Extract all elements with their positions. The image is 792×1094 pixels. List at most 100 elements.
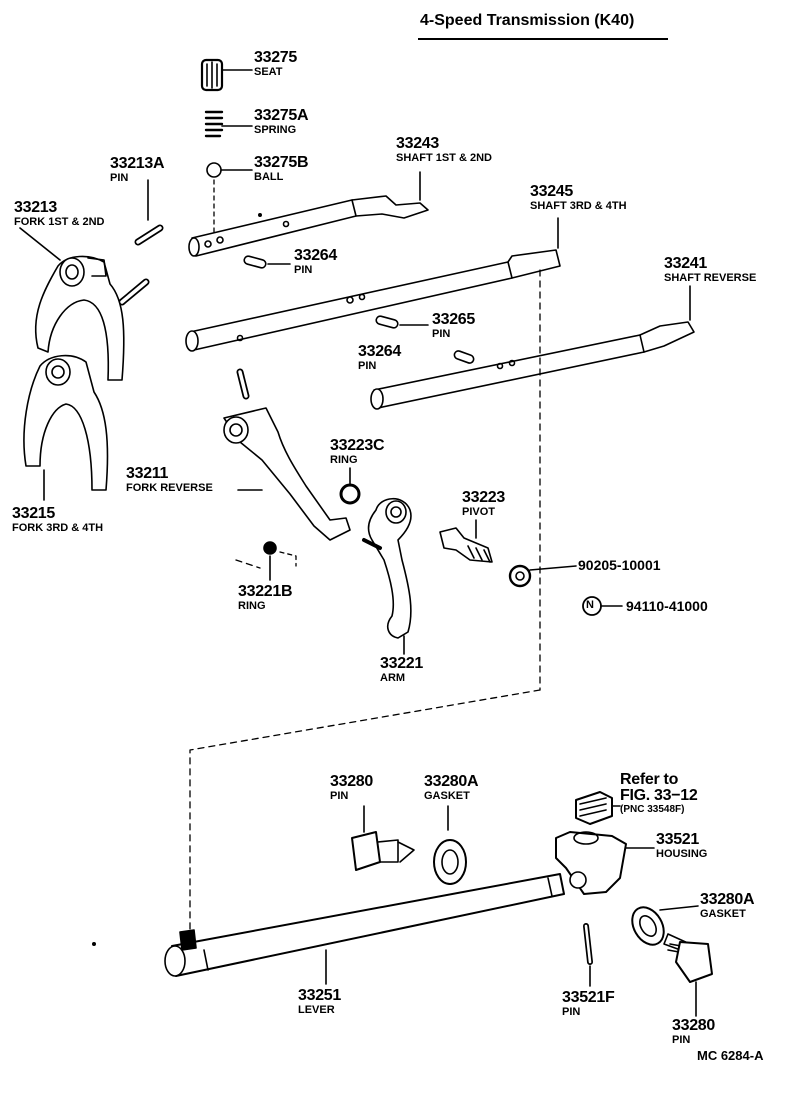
part-name: PIVOT xyxy=(462,506,496,518)
label-pin-33280-lower: 33280 PIN xyxy=(672,1018,715,1046)
title-underline xyxy=(418,38,668,40)
part-name: HOUSING xyxy=(656,848,708,860)
part-number: 33211 xyxy=(126,465,169,482)
label-gasket-lower: 33280A GASKET xyxy=(700,891,755,920)
gasket-33280a-lower-part xyxy=(631,905,699,946)
label-pivot: 33223 PIVOT xyxy=(462,490,505,518)
ball-part xyxy=(206,162,253,233)
label-shaft-reverse: 33241 SHAFT REVERSE xyxy=(664,256,756,284)
refer-part xyxy=(575,791,621,825)
part-number: 94110-41000 xyxy=(626,598,708,614)
part-name: PIN xyxy=(358,360,377,372)
gasket-33280a-upper-part xyxy=(433,805,467,885)
guide-lines xyxy=(189,269,541,931)
part-name: FORK 1ST & 2ND xyxy=(14,216,105,228)
nut-part xyxy=(508,564,577,588)
pin-33264-upper-part xyxy=(243,255,291,269)
part-name: BALL xyxy=(254,171,284,183)
shaft-reverse-part xyxy=(370,285,695,410)
part-number: 33221 xyxy=(380,655,423,672)
part-name: PIN xyxy=(432,328,451,340)
label-seat: 33275 SEAT xyxy=(254,50,297,78)
part-number: 33213A xyxy=(110,155,165,172)
part-number: 33280A xyxy=(424,773,479,790)
part-number: 33521F xyxy=(562,989,615,1006)
part-number: 33243 xyxy=(396,135,439,152)
part-name: GASKET xyxy=(424,790,470,802)
part-number: 33215 xyxy=(12,505,55,522)
diagram-title: 4-Speed Transmission (K40) xyxy=(420,12,635,29)
part-number: 33223 xyxy=(462,489,505,506)
label-shaft-1st-2nd: 33243 SHAFT 1ST & 2ND xyxy=(396,136,492,164)
part-number: 33275B xyxy=(254,154,309,171)
pin-33265-part xyxy=(375,315,429,329)
part-name: RING xyxy=(330,454,358,466)
spring-part xyxy=(204,110,253,138)
part-number: 33223C xyxy=(330,437,385,454)
part-name: SHAFT REVERSE xyxy=(664,272,757,284)
label-pin-33280-upper: 33280 PIN xyxy=(330,774,373,802)
refer-line-2: FIG. 33−12 xyxy=(620,787,698,804)
part-number: 33265 xyxy=(432,311,475,328)
part-name: ARM xyxy=(380,672,406,684)
label-ring-33221b: 33221B RING xyxy=(238,583,293,612)
label-pin-33264-upper: 33264 PIN xyxy=(294,248,337,276)
part-name: SEAT xyxy=(254,66,283,78)
label-spring: 33275A SPRING xyxy=(254,107,309,136)
pin-fork-reverse-part xyxy=(236,368,250,400)
part-number: 33264 xyxy=(358,343,401,360)
housing-part xyxy=(555,831,655,895)
part-number: 33280 xyxy=(330,773,373,790)
pivot-part xyxy=(439,519,493,563)
pin-33280-lower-part xyxy=(663,933,713,1017)
label-gasket-upper: 33280A GASKET xyxy=(424,773,479,802)
lever-part xyxy=(164,873,565,985)
ring-33223c-part xyxy=(339,467,361,505)
part-number: 33221B xyxy=(238,583,293,600)
part-number: 33213 xyxy=(14,199,57,216)
label-housing: 33521 HOUSING xyxy=(656,832,707,860)
part-name: RING xyxy=(238,600,266,612)
refer-line-3: (PNC 33548F) xyxy=(620,804,685,815)
label-fork-1st-2nd: 33213 FORK 1ST & 2ND xyxy=(14,200,104,228)
pin-33213a-part xyxy=(134,179,164,246)
label-pin-33264-lower: 33264 PIN xyxy=(358,344,401,372)
part-number: 33521 xyxy=(656,831,699,848)
part-number: 33245 xyxy=(530,183,573,200)
part-name: PIN xyxy=(294,264,313,276)
label-shaft-3rd-4th: 33245 SHAFT 3RD & 4TH xyxy=(530,184,627,212)
part-number: 33280 xyxy=(672,1017,715,1034)
label-fork-reverse: 33211 FORK REVERSE xyxy=(126,466,213,494)
part-number: 33275 xyxy=(254,49,297,66)
shaft-1st-2nd-part xyxy=(188,171,429,257)
fork-1st-2nd-part xyxy=(19,227,125,381)
pin-33521f-part xyxy=(583,923,593,987)
part-number: 33264 xyxy=(294,247,337,264)
part-name: FORK REVERSE xyxy=(126,482,213,494)
pin-small-fork-part xyxy=(118,278,150,306)
label-ball: 33275B BALL xyxy=(254,154,309,183)
part-number: 33241 xyxy=(664,255,707,272)
part-name: SHAFT 3RD & 4TH xyxy=(530,200,627,212)
pin-33280-upper-part xyxy=(351,805,415,871)
label-arm: 33221 ARM xyxy=(380,656,423,684)
fork-reverse-part xyxy=(223,407,351,541)
label-pin-33265: 33265 PIN xyxy=(432,312,475,340)
fork-3rd-4th-part xyxy=(23,354,109,501)
part-name: PIN xyxy=(672,1034,691,1046)
part-name: PIN xyxy=(110,172,129,184)
part-number: 33280A xyxy=(700,891,755,908)
label-pin-33521f: 33521F PIN xyxy=(562,989,615,1018)
label-fork-3rd-4th: 33215 FORK 3RD & 4TH xyxy=(12,506,103,534)
label-refer: Refer to FIG. 33−12 (PNC 33548F) xyxy=(620,772,698,815)
part-name: PIN xyxy=(562,1006,581,1018)
part-number: 33275A xyxy=(254,107,309,124)
part-name: FORK 3RD & 4TH xyxy=(12,522,104,534)
part-name: SHAFT 1ST & 2ND xyxy=(396,152,492,164)
part-name: GASKET xyxy=(700,908,746,920)
ring-33221b-part xyxy=(263,541,297,581)
label-pin-33213a: 33213A PIN xyxy=(110,155,165,184)
shaft-3rd-4th-part xyxy=(185,217,561,352)
refer-line-1: Refer to xyxy=(620,771,679,788)
